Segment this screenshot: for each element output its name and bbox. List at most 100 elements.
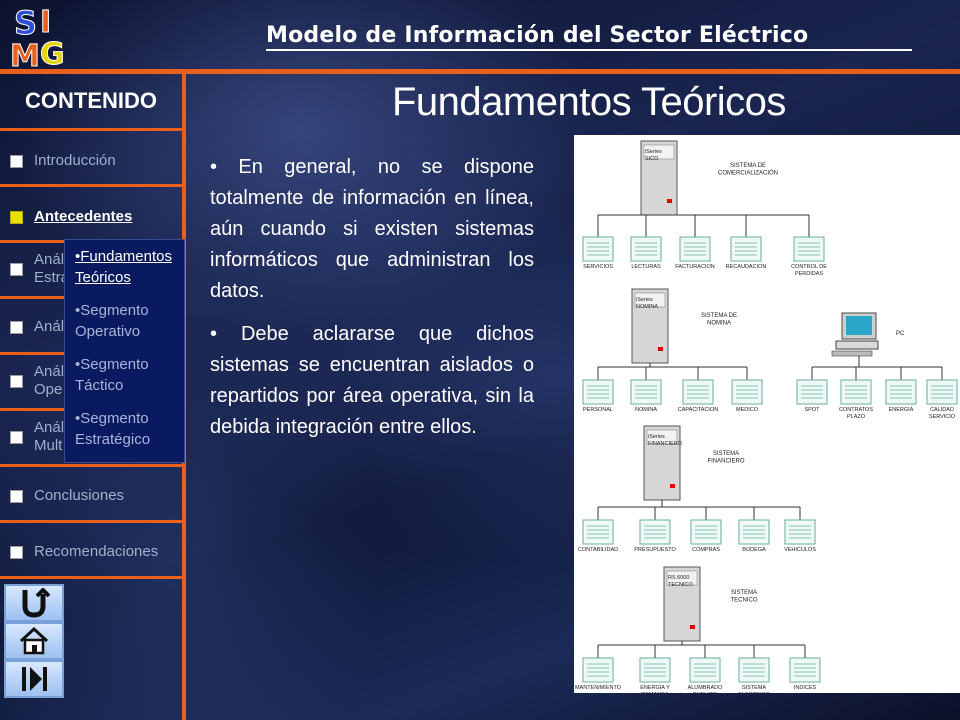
sidebar-item-analisis[interactable]: Anál bbox=[10, 300, 180, 354]
system-name: SISTEMA bbox=[713, 451, 739, 457]
server-panel bbox=[634, 292, 666, 308]
sidebar-item-recomendaciones[interactable]: Recomendaciones bbox=[10, 525, 180, 579]
sidebar-item-label: Introducción bbox=[34, 152, 116, 169]
module-icon bbox=[731, 379, 763, 405]
module-icon bbox=[738, 519, 770, 545]
server-label: FINANCIERO bbox=[648, 441, 683, 447]
header-title: Modelo de Información del Sector Eléctri… bbox=[266, 23, 809, 48]
module-icon bbox=[582, 379, 614, 405]
module-icon bbox=[679, 236, 711, 262]
module-label: LECTURAS bbox=[631, 264, 661, 270]
server-panel bbox=[666, 570, 698, 586]
module-label: BODEGA bbox=[742, 547, 766, 553]
server-panel bbox=[643, 144, 675, 160]
module-icon bbox=[639, 519, 671, 545]
module-label: SISTEMA bbox=[742, 685, 766, 691]
module-label: CALIDAD bbox=[930, 407, 954, 413]
back-button[interactable] bbox=[4, 584, 64, 622]
module-label: PLAZO bbox=[847, 414, 866, 420]
module-icon bbox=[582, 519, 614, 545]
module-label: MEDICO bbox=[736, 407, 759, 413]
sidebar-separator bbox=[0, 576, 182, 579]
server-label: iSeries bbox=[648, 434, 665, 440]
module-label: CONTROL DE bbox=[791, 264, 827, 270]
home-button[interactable] bbox=[4, 622, 64, 660]
sidebar-heading: CONTENIDO bbox=[25, 88, 157, 113]
module-icon bbox=[690, 519, 722, 545]
module-label: MANTENIMIENTO bbox=[575, 685, 622, 691]
server-panel bbox=[646, 429, 678, 445]
nav-button-panel bbox=[4, 584, 64, 698]
module-label: FACTURACION bbox=[675, 264, 714, 270]
module-icon bbox=[738, 657, 770, 683]
sidebar-item-label: Antecedentes bbox=[34, 208, 133, 225]
server-led bbox=[658, 347, 663, 351]
sidebar-item-introduccion[interactable]: Introducción bbox=[10, 134, 180, 188]
module-icon bbox=[840, 379, 872, 405]
module-label: ALUMBRADO bbox=[688, 685, 724, 691]
sidebar-separator bbox=[0, 184, 182, 187]
module-icon bbox=[789, 657, 821, 683]
header-underline bbox=[266, 49, 912, 51]
module-label: ENERGIA Y bbox=[640, 685, 670, 691]
module-icon bbox=[793, 236, 825, 262]
module-label: PUBLICO bbox=[693, 692, 718, 693]
bullet-square-icon bbox=[10, 430, 23, 444]
end-button[interactable] bbox=[4, 660, 64, 698]
page-title: Fundamentos Teóricos bbox=[392, 80, 786, 124]
module-icon bbox=[630, 236, 662, 262]
logo-letter-m: M bbox=[10, 39, 40, 70]
sidebar-separator bbox=[0, 520, 182, 523]
module-icon bbox=[926, 379, 958, 405]
module-icon bbox=[730, 236, 762, 262]
bullet-list: • En general, no se dispone totalmente d… bbox=[210, 152, 534, 455]
module-label: PERDIDAS bbox=[795, 271, 823, 277]
module-label: RECAUDACION bbox=[726, 264, 767, 270]
module-icon bbox=[582, 236, 614, 262]
pc-keyboard bbox=[831, 350, 873, 357]
logo-letter-s: S bbox=[14, 4, 37, 42]
sidebar-item-conclusiones[interactable]: Conclusiones bbox=[10, 469, 180, 523]
system-name: COMERCIALIZACIÓN bbox=[718, 170, 778, 177]
module-label: DEMANDA bbox=[641, 692, 669, 693]
module-label: VEHICULOS bbox=[784, 547, 816, 553]
bullet-square-icon bbox=[10, 374, 23, 388]
server-label: RS 6000 bbox=[668, 575, 689, 581]
simg-logo: S I M G bbox=[10, 4, 66, 70]
system-name: TECNICO bbox=[731, 598, 758, 604]
module-label: ENERGIA bbox=[889, 407, 914, 413]
bullet-square-icon bbox=[10, 262, 23, 276]
end-icon bbox=[22, 667, 47, 691]
module-label: PRESUPUESTO bbox=[634, 547, 676, 553]
system-name: SISTEMA DE bbox=[730, 163, 766, 169]
sidebar-item-label: Recomendaciones bbox=[34, 543, 159, 560]
home-icon bbox=[19, 626, 49, 655]
system-name: SISTEMA DE bbox=[701, 313, 737, 319]
bullet-square-icon bbox=[10, 210, 23, 224]
bullet-square-icon bbox=[10, 545, 23, 559]
server-label: SICO bbox=[645, 156, 659, 162]
sidebar-item-antecedentes[interactable]: Antecedentes bbox=[10, 190, 180, 244]
bullet-square-icon bbox=[10, 489, 23, 503]
module-label: SPOT bbox=[805, 407, 821, 413]
sidebar-separator bbox=[0, 464, 182, 467]
module-label: PERSONAL bbox=[583, 407, 613, 413]
module-label: COMPRAS bbox=[692, 547, 720, 553]
logo-letter-i: I bbox=[40, 5, 51, 40]
sidebar-item-label: Conclusiones bbox=[34, 487, 125, 504]
pc-label: PC bbox=[896, 331, 905, 337]
module-label: SERVICIOS bbox=[583, 264, 613, 270]
module-label: ELECTRICO bbox=[738, 692, 770, 693]
module-icon bbox=[885, 379, 917, 405]
server-label: NOMINA bbox=[636, 304, 658, 310]
